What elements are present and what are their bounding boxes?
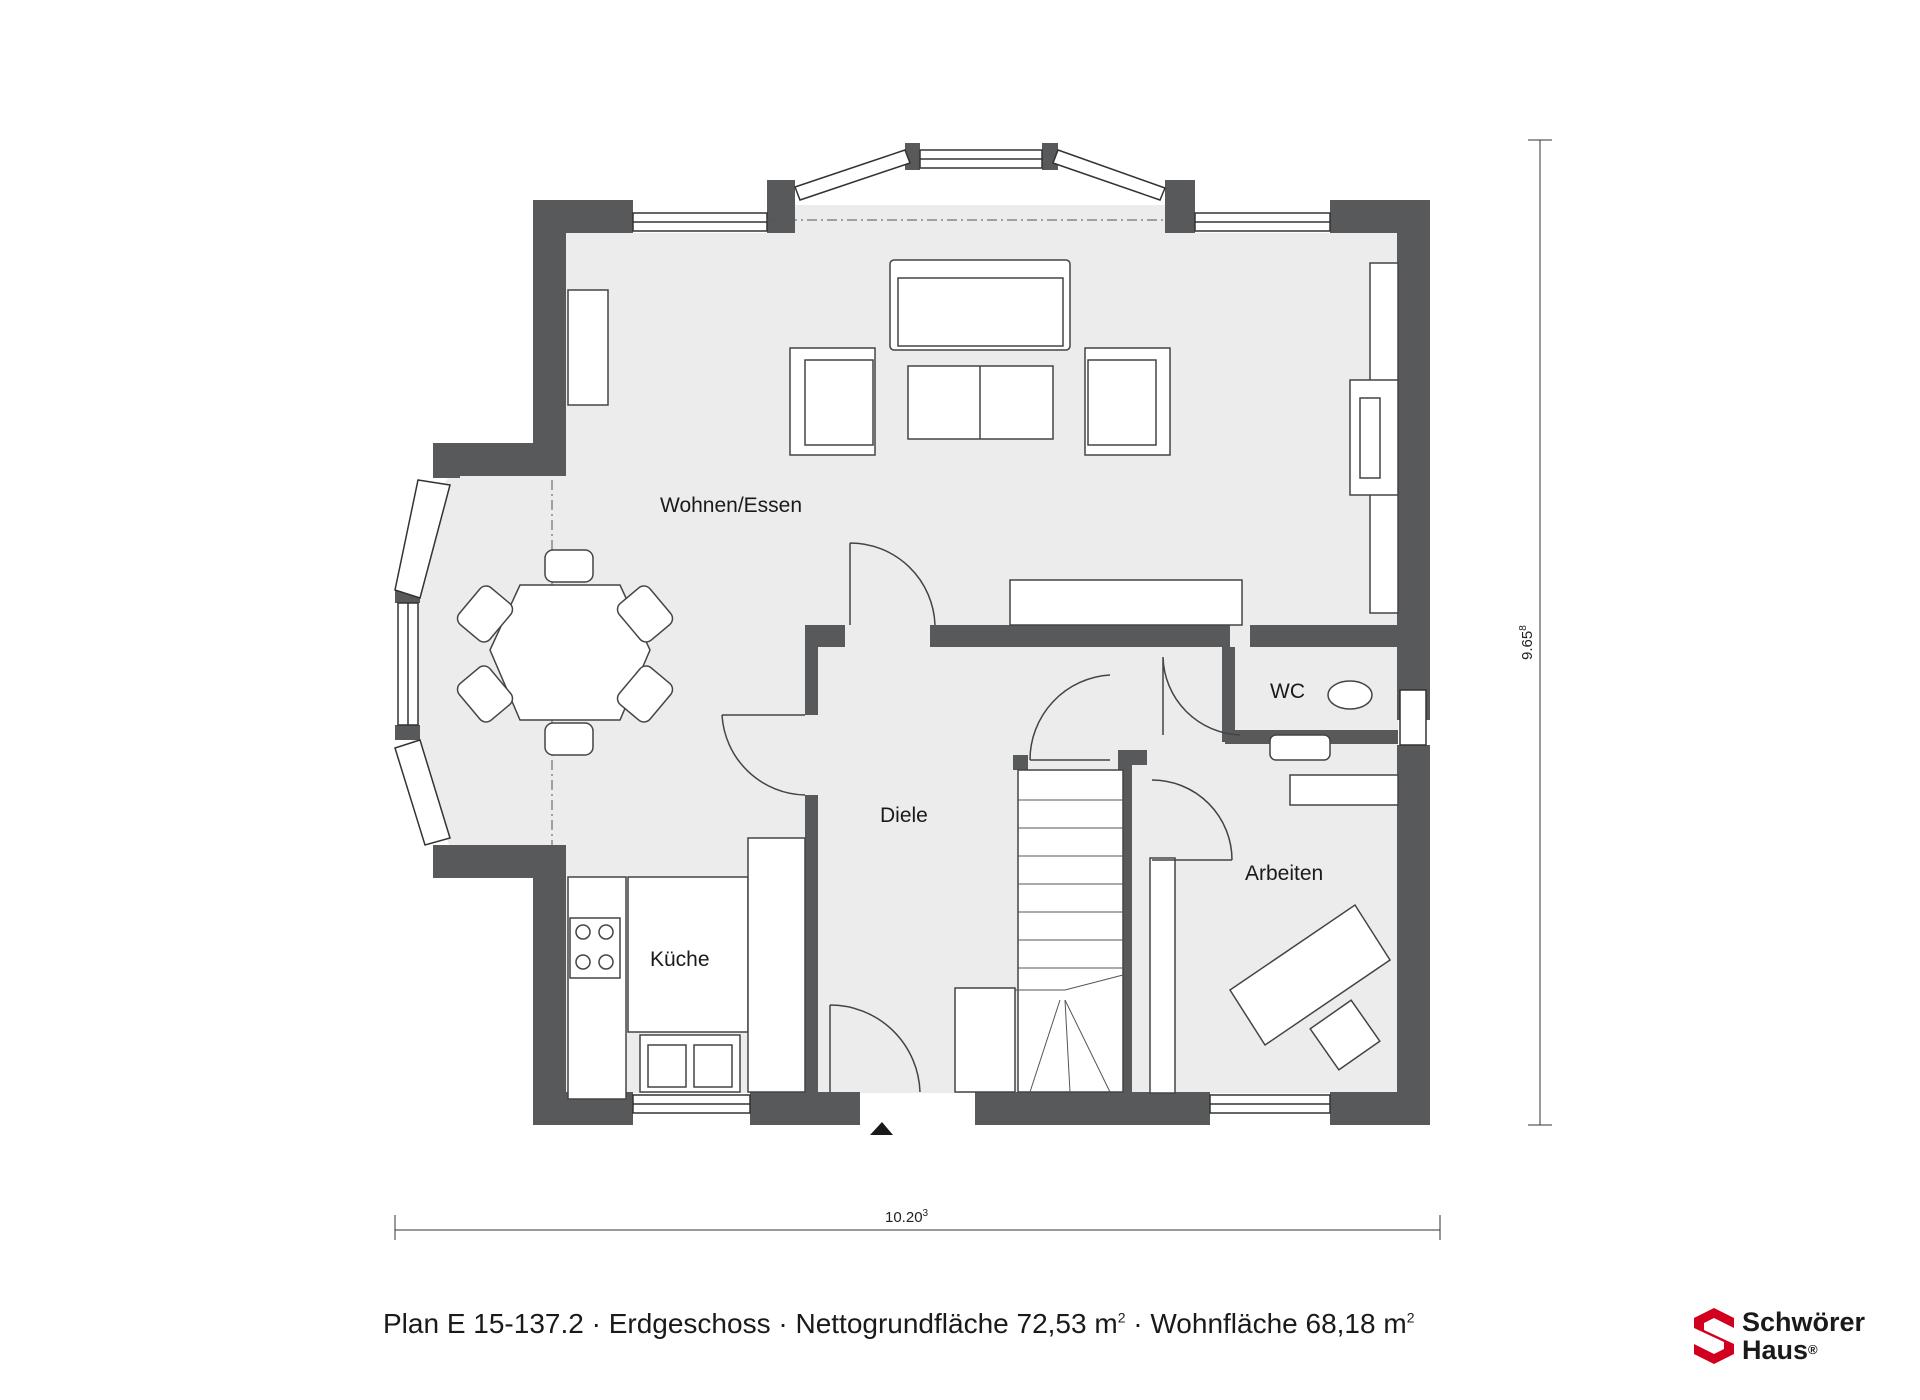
width-dimension: 10.203 [885, 1208, 929, 1226]
dimension-lines [394, 139, 1552, 1240]
net-area-unit-sup: 2 [1117, 1309, 1126, 1326]
exterior-walls [395, 143, 1430, 1125]
windows [394, 149, 1427, 1114]
room-label-kueche: Küche [650, 948, 710, 971]
room-label-wc: WC [1270, 680, 1305, 703]
net-area: Nettogrundfläche 72,53 m [795, 1308, 1118, 1339]
caption-separator: · [583, 1308, 609, 1339]
schwoerer-s-logo-icon [1694, 1308, 1734, 1364]
height-dimension: 9.658 [1518, 625, 1536, 660]
room-label-arbeiten: Arbeiten [1245, 862, 1323, 885]
entrance-marker-icon [870, 1122, 893, 1135]
schwoerer-haus-logo: Schwörer Haus® [1692, 1300, 1912, 1380]
logo-line-2: Haus® [1742, 1335, 1818, 1365]
plan-caption: Plan E 15-137.2 · Erdgeschoss · Nettogru… [383, 1308, 1414, 1340]
plan-number: Plan E 15-137.2 [383, 1308, 584, 1339]
living-area-unit-sup: 2 [1406, 1309, 1415, 1326]
floor-plan: Wohnen/Essen Küche Diele WC Arbeiten 10.… [394, 139, 1552, 1240]
room-label-diele: Diele [880, 804, 928, 827]
living-area: Wohnfläche 68,18 m [1150, 1308, 1407, 1339]
room-label-wohnen: Wohnen/Essen [660, 494, 802, 517]
logo-line-1: Schwörer [1742, 1307, 1866, 1337]
caption-separator: · [770, 1308, 796, 1339]
door-swings [721, 542, 1241, 1093]
furniture [456, 259, 1399, 1100]
floor-name: Erdgeschoss [608, 1308, 771, 1339]
caption-separator: · [1125, 1308, 1151, 1339]
